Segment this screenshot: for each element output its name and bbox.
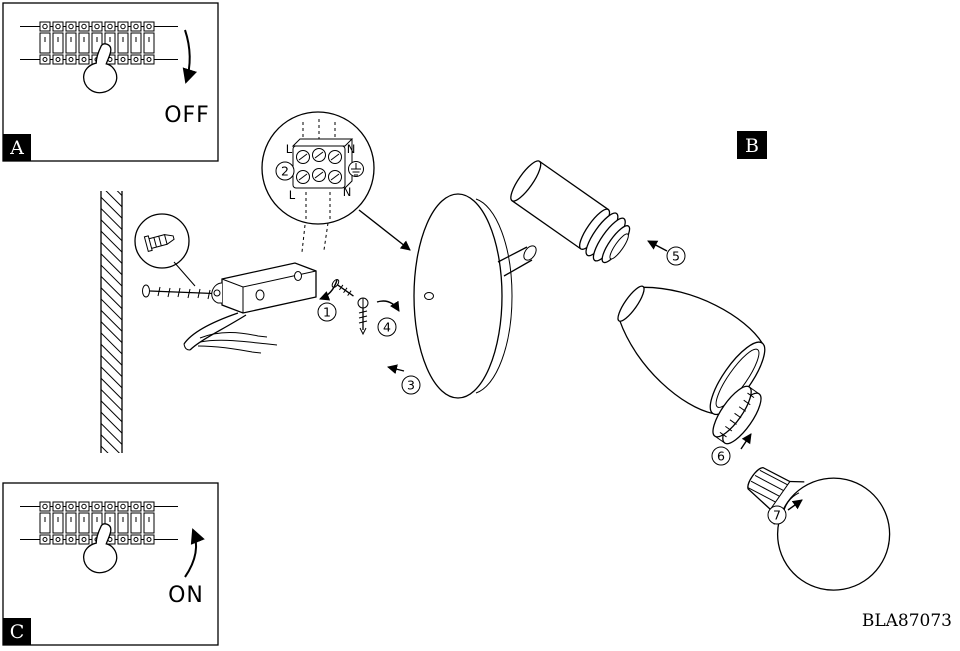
plate-screw xyxy=(357,297,369,336)
terminal-l-bottom: L xyxy=(289,188,296,202)
panel-c-tag xyxy=(3,618,31,645)
anchor-leader-line xyxy=(173,261,196,287)
callout-5-arrow xyxy=(647,240,668,252)
callout-2: 2 xyxy=(275,161,295,181)
svg-text:6: 6 xyxy=(717,449,725,464)
anchor-detail-circle xyxy=(134,213,196,287)
lamp-holder xyxy=(510,160,631,264)
callout-3-arrow xyxy=(387,364,405,375)
callout-1: 1 xyxy=(317,302,337,322)
panel-b-letter: B xyxy=(745,135,759,157)
callout-6: 6 xyxy=(711,446,731,466)
mounting-bracket xyxy=(211,262,317,314)
callout-4-arrow xyxy=(376,300,400,312)
inset-panel-c: ON C xyxy=(2,482,219,646)
bracket-screw xyxy=(331,278,354,297)
panel-b-tag xyxy=(737,131,767,159)
ground-symbol-icon xyxy=(348,161,364,177)
mounting-screw-long xyxy=(142,284,227,300)
inset-panel-a: OFF A xyxy=(2,2,219,162)
terminal-detail-circle: L N L N 2 xyxy=(261,111,411,253)
off-label: OFF xyxy=(164,103,210,128)
callout-5: 5 xyxy=(666,246,686,266)
svg-text:3: 3 xyxy=(407,378,415,393)
light-bulb xyxy=(747,466,891,591)
on-label: ON xyxy=(168,583,204,608)
callout-7: 7 xyxy=(767,505,787,525)
lamp-arm xyxy=(497,245,537,277)
terminal-leader-arrow xyxy=(358,209,411,251)
wall-plate xyxy=(413,193,513,399)
terminal-n-bottom: N xyxy=(343,185,352,199)
off-direction-arrow xyxy=(182,29,198,84)
svg-text:2: 2 xyxy=(281,164,289,179)
svg-text:7: 7 xyxy=(773,508,781,523)
callout-6-arrow xyxy=(740,433,752,450)
svg-text:4: 4 xyxy=(383,320,391,335)
callout-1-arrow xyxy=(319,279,338,301)
svg-text:5: 5 xyxy=(672,249,680,264)
terminal-block xyxy=(291,138,354,189)
on-direction-arrow xyxy=(184,528,205,578)
svg-text:1: 1 xyxy=(323,305,331,320)
plate-screw-hole xyxy=(424,292,434,300)
wire-leads xyxy=(183,312,278,354)
shade-ring xyxy=(712,385,762,445)
panel-a-tag xyxy=(3,134,31,161)
panel-b-tag-group: B xyxy=(737,131,767,159)
callout-3: 3 xyxy=(401,375,421,395)
wall-hatch xyxy=(100,191,123,453)
terminal-n-top: N xyxy=(347,142,356,156)
callout-7-arrow xyxy=(787,499,803,511)
wall-anchor-icon xyxy=(143,234,175,252)
terminal-l-top: L xyxy=(286,142,293,156)
lamp-shade xyxy=(617,285,766,416)
drawing-code: BLA87073 xyxy=(862,611,952,631)
callout-4: 4 xyxy=(377,317,397,337)
panel-a-letter: A xyxy=(9,137,24,159)
panel-c-letter: C xyxy=(10,621,25,643)
